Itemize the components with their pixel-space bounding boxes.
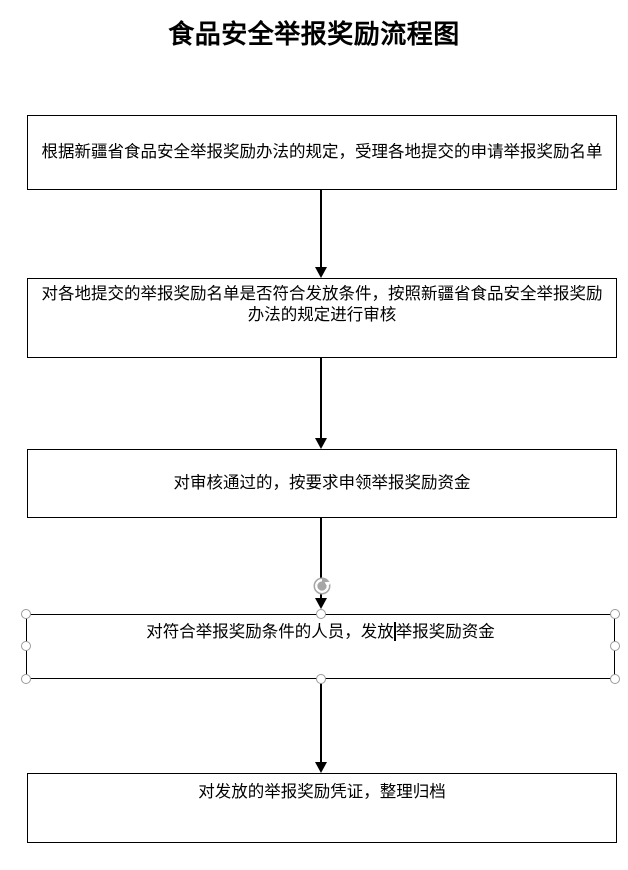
selection-handle-middle-right[interactable] — [609, 640, 620, 651]
flow-step-3[interactable]: 对审核通过的，按要求申领举报奖励资金 — [27, 449, 617, 518]
selection-handle-top-right[interactable] — [609, 608, 620, 619]
rotation-handle[interactable] — [313, 577, 331, 595]
flow-step-4-text-after-cursor: 举报奖励资金 — [395, 623, 495, 641]
flow-step-5-text: 对发放的举报奖励凭证，整理归档 — [198, 783, 446, 801]
connector-line — [320, 358, 322, 439]
flow-step-2-text: 对各地提交的举报奖励名单是否符合发放条件，按照新疆省食品安全举报奖励办法的规定进… — [41, 285, 603, 324]
flow-step-4-text-before-cursor: 对符合举报奖励条件的人员，发放 — [146, 623, 394, 641]
selection-handle-bottom-right[interactable] — [609, 673, 620, 684]
connector-arrowhead — [315, 438, 327, 449]
connector-arrow-2[interactable] — [314, 358, 328, 449]
connector-line — [320, 679, 322, 763]
connector-arrow-3[interactable] — [314, 518, 328, 609]
selection-handle-top-center[interactable] — [315, 608, 326, 619]
selection-handle-bottom-center[interactable] — [315, 673, 326, 684]
text-cursor — [393, 622, 396, 641]
flow-step-2[interactable]: 对各地提交的举报奖励名单是否符合发放条件，按照新疆省食品安全举报奖励办法的规定进… — [27, 278, 617, 358]
selection-handle-top-left[interactable] — [20, 608, 31, 619]
connector-arrowhead — [315, 762, 327, 773]
connector-arrowhead — [315, 267, 327, 278]
flow-step-3-text: 对审核通过的，按要求申领举报奖励资金 — [173, 474, 471, 492]
connector-arrow-4[interactable] — [314, 679, 328, 773]
flow-step-1[interactable]: 根据新疆省食品安全举报奖励办法的规定，受理各地提交的申请举报奖励名单 — [27, 115, 617, 190]
connector-line — [320, 518, 322, 599]
connector-arrow-1[interactable] — [314, 190, 328, 278]
flowchart-title: 食品安全举报奖励流程图 — [168, 19, 460, 49]
connector-arrowhead — [315, 598, 327, 609]
flow-step-4-selected[interactable]: 对符合举报奖励条件的人员，发放举报奖励资金 — [26, 614, 615, 679]
connector-line — [320, 190, 322, 268]
rotate-icon — [313, 577, 331, 595]
flow-step-4-text: 对符合举报奖励条件的人员，发放举报奖励资金 — [146, 622, 495, 643]
flow-step-5[interactable]: 对发放的举报奖励凭证，整理归档 — [27, 773, 617, 843]
selection-handle-bottom-left[interactable] — [20, 673, 31, 684]
flow-step-1-text: 根据新疆省食品安全举报奖励办法的规定，受理各地提交的申请举报奖励名单 — [41, 143, 603, 161]
selection-handle-middle-left[interactable] — [20, 640, 31, 651]
